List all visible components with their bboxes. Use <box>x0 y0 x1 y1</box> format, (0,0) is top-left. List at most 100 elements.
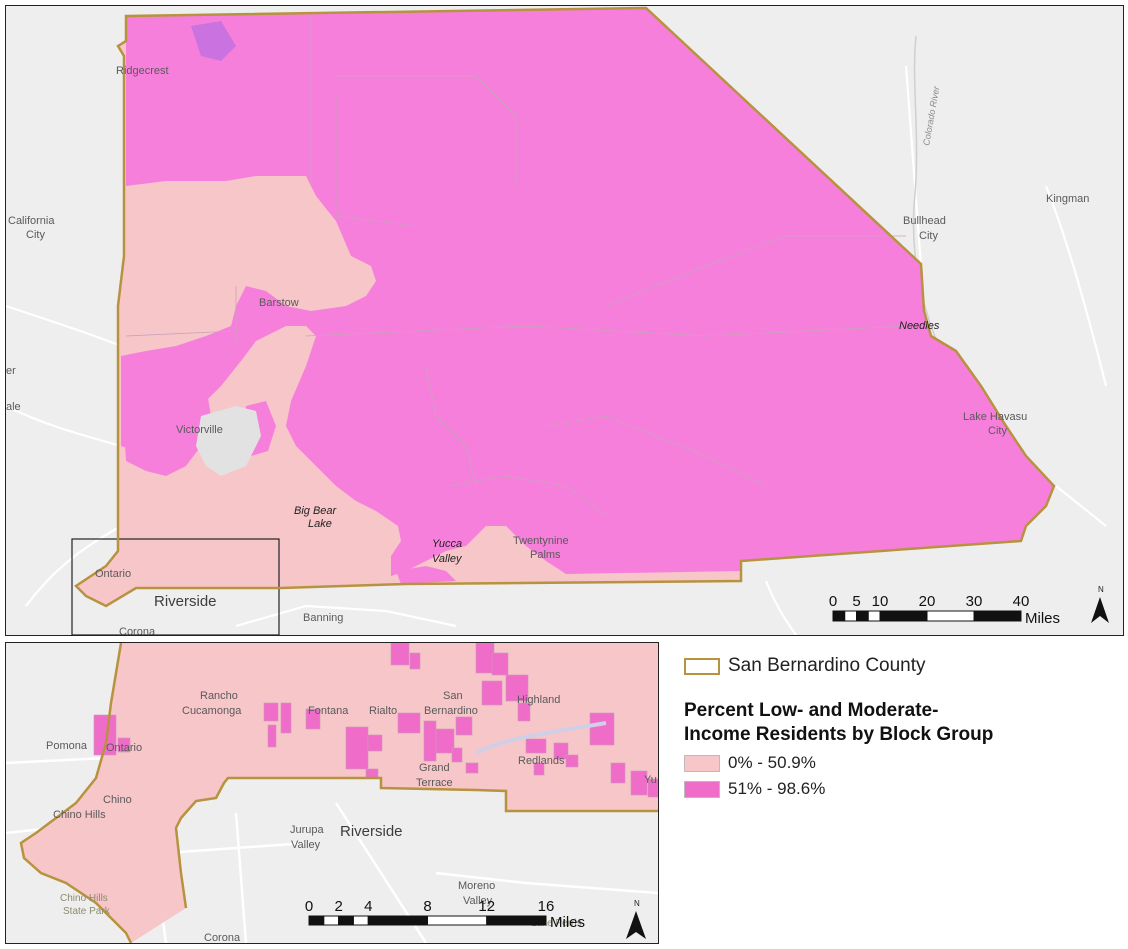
high-area-yucca <box>396 566 456 584</box>
scale-segment <box>832 610 846 622</box>
inset-north-arrow: N <box>626 899 646 939</box>
scale-tick-label: 0 <box>829 593 837 610</box>
place-label: Ridgecrest <box>116 65 169 77</box>
main-map-canvas: Ridgecrest California City Barstow Victo… <box>6 6 1109 635</box>
river-label: Colorado River <box>921 85 941 147</box>
scale-segment <box>338 915 354 926</box>
place-label: Bullhead <box>903 215 946 227</box>
place-label: Twentynine <box>513 535 569 547</box>
high-income-block <box>367 734 383 752</box>
place-label: Lake Perris <box>531 918 582 929</box>
high-income-block <box>365 768 379 778</box>
high-income-block <box>305 708 321 730</box>
place-label: Riverside <box>340 823 403 840</box>
place-label: Fontana <box>308 705 349 717</box>
inset-map-canvas: Rancho Cucamonga Fontana Rialto San Bern… <box>6 643 658 943</box>
place-label: Lake <box>308 518 332 530</box>
high-income-block <box>517 702 531 722</box>
high-class-swatch <box>684 780 720 798</box>
scale-tick-label: 2 <box>334 898 342 915</box>
place-label: Victorville <box>176 424 223 436</box>
place-label: Highland <box>517 694 560 706</box>
place-label: Rancho <box>200 690 238 702</box>
scale-segment <box>323 915 340 926</box>
place-label: Banning <box>303 612 343 624</box>
high-income-block <box>610 762 626 784</box>
map-legend: San Bernardino County Percent Low- and M… <box>684 655 1114 855</box>
high-income-block <box>630 770 648 796</box>
place-label: San <box>443 690 463 702</box>
road-network <box>6 65 1108 635</box>
scale-segment <box>427 915 488 926</box>
legend-county-row: San Bernardino County <box>684 655 1114 677</box>
high-income-block <box>397 712 421 734</box>
main-map[interactable]: Ridgecrest California City Barstow Victo… <box>5 5 1124 636</box>
legend-class-label: 0% - 50.9% <box>728 753 816 772</box>
high-income-block <box>390 643 410 666</box>
place-label: Cucamonga <box>182 705 242 717</box>
place-label: Moreno <box>458 880 495 892</box>
place-label: City <box>988 425 1007 437</box>
scale-unit-label: Miles <box>1025 610 1060 627</box>
high-income-block <box>280 702 292 734</box>
place-label: State Park <box>63 906 111 917</box>
place-label: Corona <box>119 626 156 635</box>
place-label: Valley <box>291 839 321 851</box>
place-label: Kingman <box>1046 193 1089 205</box>
place-label: Valley <box>463 895 493 907</box>
place-label: Yu <box>644 774 657 786</box>
place-label: City <box>919 230 938 242</box>
high-income-block <box>553 742 569 760</box>
scale-segment <box>367 915 428 926</box>
scale-tick-label: 10 <box>872 593 889 610</box>
high-income-block <box>533 762 545 776</box>
high-income-block <box>93 714 117 756</box>
high-income-block <box>589 712 615 746</box>
lake-top <box>191 21 236 61</box>
scale-tick-label: 16 <box>538 898 555 915</box>
main-map-labels: Ridgecrest California City Barstow Victo… <box>6 65 1089 635</box>
scale-tick-label: 5 <box>852 593 860 610</box>
scale-segment <box>308 915 325 926</box>
svg-text:N: N <box>1098 585 1104 594</box>
place-label: Palms <box>530 549 561 561</box>
scale-tick-label: 0 <box>305 898 313 915</box>
scale-unit-label: Miles <box>550 914 585 931</box>
legend-class-high: 51% - 98.6% <box>684 779 1114 799</box>
place-label: City <box>26 229 45 241</box>
scale-tick-label: 12 <box>478 898 495 915</box>
santa-ana-river <box>475 721 607 755</box>
place-label: Lake Havasu <box>963 411 1027 423</box>
place-label: California <box>8 215 55 227</box>
block-group-boundaries <box>125 16 907 517</box>
high-income-block <box>435 728 455 754</box>
legend-title-line2: Income Residents by Block Group <box>684 724 994 745</box>
high-income-block <box>423 720 437 762</box>
place-label: Grand <box>419 762 450 774</box>
high-income-block <box>451 747 463 763</box>
place-label: Ontario <box>106 742 142 754</box>
place-label: Big Bear <box>294 505 338 517</box>
victorville-urban <box>196 406 261 476</box>
place-label: Needles <box>899 320 940 332</box>
scale-tick-label: 8 <box>423 898 431 915</box>
legend-title-line1: Percent Low- and Moderate- <box>684 700 939 721</box>
place-label: Jurupa <box>290 824 325 836</box>
high-income-block <box>647 778 658 798</box>
high-income-block <box>465 762 479 774</box>
high-area-victorville-west <box>121 376 211 476</box>
scale-segment <box>486 915 547 926</box>
place-label: Redlands <box>518 755 565 767</box>
county-boundary-swatch <box>684 657 720 675</box>
inset-high-income-blocks <box>93 643 658 798</box>
place-label: Valley <box>432 553 463 565</box>
high-income-block <box>267 724 277 748</box>
high-income-block <box>345 726 369 770</box>
place-label: Yucca <box>432 538 462 550</box>
place-label: er <box>6 365 16 377</box>
scale-tick-label: 4 <box>364 898 372 915</box>
high-income-block <box>565 754 579 768</box>
inset-map[interactable]: Rancho Cucamonga Fontana Rialto San Bern… <box>5 642 659 944</box>
scale-segment <box>879 610 928 622</box>
